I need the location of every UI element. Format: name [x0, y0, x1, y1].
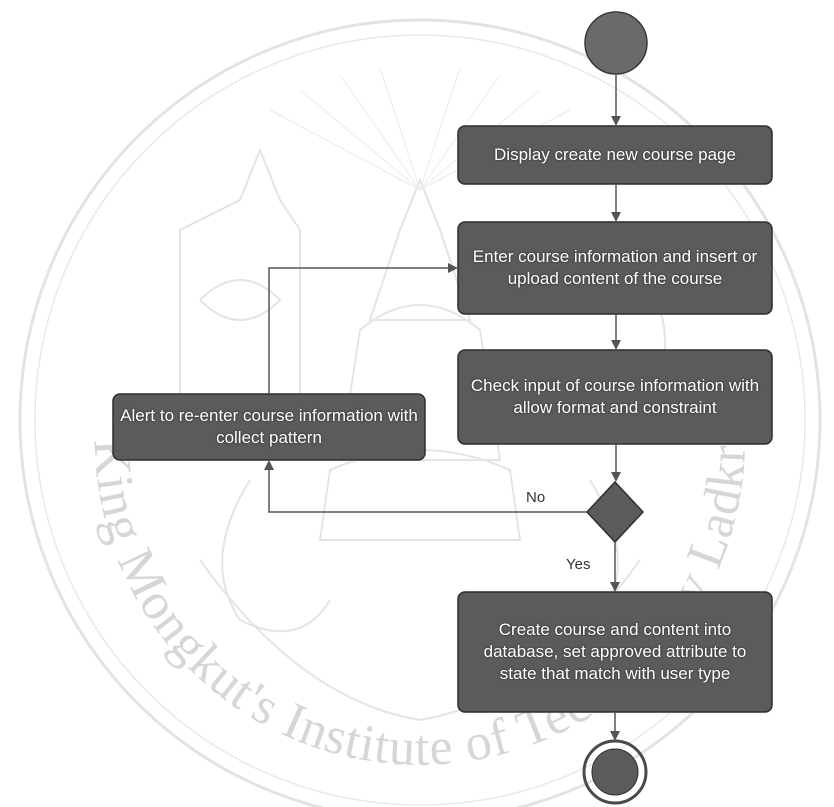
enter-info-label: Enter course information and insert or u… — [472, 246, 758, 288]
display-page-box — [457, 125, 773, 185]
start-node — [584, 11, 648, 75]
yes-label: Yes — [566, 556, 591, 573]
edge-alert-to-enter — [268, 263, 458, 394]
enter-info-box — [457, 221, 773, 315]
check-input-box — [457, 349, 773, 445]
no-label: No — [526, 489, 546, 506]
check-input-label: Check input of course information with a… — [470, 375, 760, 417]
end-node-outer — [582, 739, 648, 805]
alert-label: Alert to re-enter course information wit… — [120, 405, 418, 447]
display-page-label: Display create new course page — [494, 144, 736, 164]
create-course-label: Create course and content into database,… — [483, 619, 747, 684]
end-node-inner — [591, 748, 639, 796]
edge-decision-no — [264, 460, 587, 513]
